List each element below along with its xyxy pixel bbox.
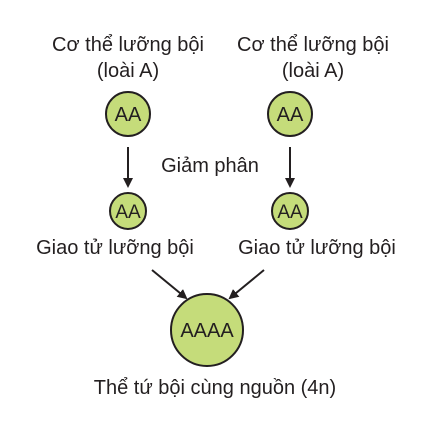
parent-cell-right (267, 91, 313, 137)
offspring-genotype: AAAA (180, 320, 234, 342)
gamete-cell-left (109, 192, 147, 230)
parent-genotype-left: AA (115, 104, 142, 126)
parent-label-right-line1: Cơ thể lưỡng bội (237, 34, 389, 56)
parent-label-left-line2: (loài A) (96, 60, 160, 82)
parent-genotype-right: AA (277, 104, 304, 126)
gamete-genotype-right: AA (277, 202, 303, 223)
gamete-label-left: Giao tử lưỡng bội (36, 237, 194, 259)
fusion-arrow-right (228, 269, 265, 300)
fusion-arrow-left (151, 269, 188, 300)
parent-label-left-line1: Cơ thể lưỡng bội (52, 34, 204, 56)
offspring-cell (170, 293, 244, 367)
process-label: Giảm phân (161, 155, 259, 177)
gamete-cell-right (271, 192, 309, 230)
parent-label-right-line2: (loài A) (281, 60, 345, 82)
gamete-genotype-left: AA (115, 202, 141, 223)
offspring-label: Thể tứ bội cùng nguồn (4n) (93, 377, 337, 399)
parent-cell-left (105, 91, 151, 137)
gamete-label-right: Giao tử lưỡng bội (238, 237, 396, 259)
